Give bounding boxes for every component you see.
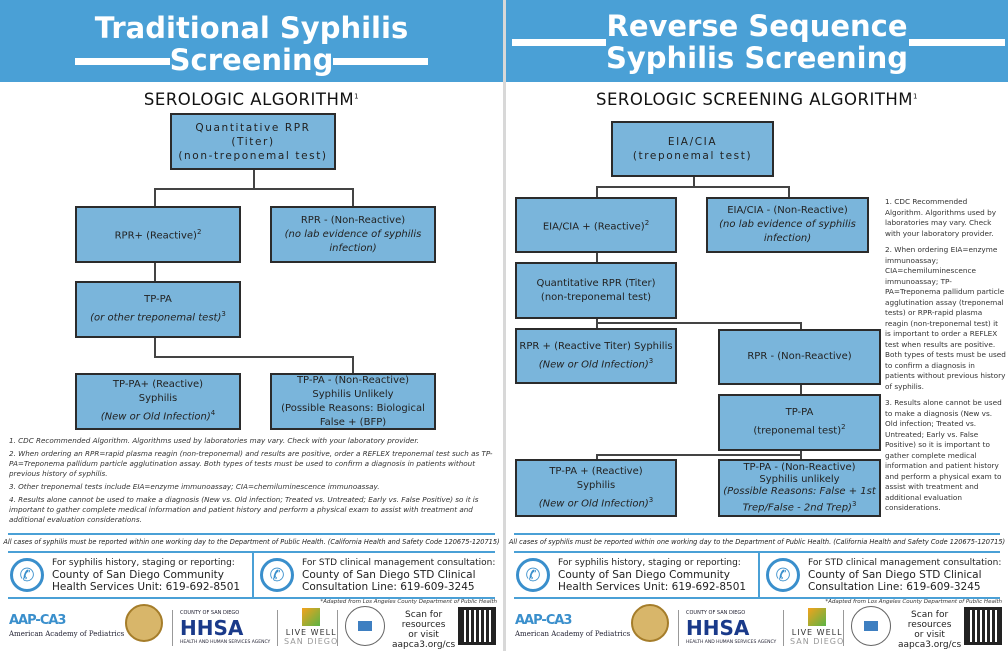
- county-seal-logo: [125, 604, 163, 642]
- connector: [596, 186, 790, 188]
- divider: [783, 610, 784, 646]
- connector: [154, 188, 354, 190]
- box-tppa-reactive: TP-PA + (Reactive)Syphilis(New or Old In…: [515, 459, 677, 517]
- connector: [154, 356, 354, 358]
- box-quantitative-rpr: Quantitative RPR (Titer)(non-treponemal …: [515, 262, 677, 319]
- phone-icon: ✆: [516, 558, 550, 592]
- phone-icon: ✆: [260, 558, 294, 592]
- divider: [843, 610, 844, 646]
- report-notice: All cases of syphilis must be reported w…: [508, 538, 1006, 546]
- accreditation-seal-logo: [851, 606, 891, 646]
- divider: [8, 533, 495, 535]
- box-eia-cia: EIA/CIA(treponemal test): [611, 121, 774, 177]
- divider: [514, 551, 1000, 553]
- divider: [172, 610, 173, 646]
- reverse-sequence-panel: Reverse Sequence Syphilis Screening SERO…: [506, 0, 1008, 651]
- connector: [788, 186, 790, 197]
- resources-link[interactable]: aapca3.org/cs: [392, 640, 456, 650]
- header-banner: Reverse Sequence Syphilis Screening: [506, 0, 1008, 82]
- connector: [253, 170, 255, 188]
- divider: [514, 597, 1000, 599]
- contact-reporting: ✆ For syphilis history, staging or repor…: [10, 553, 240, 597]
- subtitle: SEROLOGIC ALGORITHM1: [143, 90, 360, 109]
- box-eia-non-reactive: EIA/CIA - (Non-Reactive)(no lab evidence…: [706, 197, 869, 253]
- connector: [596, 186, 598, 197]
- contact-consultation: ✆ For STD clinical management consultati…: [260, 553, 495, 597]
- divider: [514, 533, 1000, 535]
- title-bar-left: [75, 58, 170, 65]
- box-rpr-reactive: RPR+ (Reactive)2: [75, 206, 241, 263]
- box-tppa: TP-PA(treponemal test)2: [718, 394, 881, 451]
- report-notice: All cases of syphilis must be reported w…: [3, 538, 500, 546]
- box-tppa: TP-PA(or other treponemal test)3: [75, 281, 241, 338]
- footnote: 2. When ordering an RPR=rapid plasma rea…: [9, 449, 493, 478]
- divider: [8, 551, 495, 553]
- county-seal-logo: [631, 604, 669, 642]
- box-rpr-non-reactive: RPR - (Non-Reactive)(no lab evidence of …: [270, 206, 436, 263]
- phone-icon: ✆: [766, 558, 800, 592]
- divider: [678, 610, 679, 646]
- header-banner: Traditional Syphilis Screening: [0, 0, 503, 82]
- note: 3. Results alone cannot be used to make …: [885, 398, 1002, 512]
- side-notes: 1. CDC Recommended Algorithm. Algorithms…: [885, 197, 1006, 520]
- divider: [8, 597, 495, 599]
- box-quantitative-rpr: Quantitative RPR(Titer)(non-treponemal t…: [170, 113, 336, 170]
- phone-icon: ✆: [10, 558, 44, 592]
- contact-reporting: ✆ For syphilis history, staging or repor…: [516, 553, 746, 597]
- contact-consultation: ✆ For STD clinical management consultati…: [766, 553, 1001, 597]
- connector: [596, 454, 598, 459]
- title-bar-right: [333, 58, 428, 65]
- adapted-note: *Adapted from Los Angeles County Departm…: [320, 599, 497, 605]
- connector: [693, 177, 695, 187]
- connector: [800, 385, 802, 395]
- resources-link[interactable]: aapca3.org/cs: [898, 640, 962, 650]
- connector: [352, 188, 354, 206]
- footnote: 3. Other treponemal tests include EIA=en…: [9, 482, 380, 491]
- footnote: 4. Results alone cannot be used to make …: [9, 495, 479, 524]
- title-bar-left: [512, 39, 606, 46]
- title-line1: Traditional Syphilis: [94, 11, 409, 45]
- divider: [758, 553, 760, 597]
- note: 1. CDC Recommended Algorithm. Algorithms…: [885, 197, 997, 238]
- box-tppa-non-reactive: TP-PA - (Non-Reactive)Syphilis Unlikely(…: [270, 373, 436, 430]
- title-line2: Screening: [169, 43, 334, 77]
- title-bar-right: [909, 39, 1005, 46]
- box-rpr-reactive: RPR + (Reactive Titer) Syphilis(New or O…: [515, 328, 677, 384]
- footnote: 1. CDC Recommended Algorithm. Algorithms…: [9, 436, 419, 445]
- box-tppa-non-reactive: TP-PA - (Non-Reactive)Syphilis unlikely(…: [718, 459, 881, 517]
- connector: [596, 253, 598, 263]
- adapted-note: *Adapted from Los Angeles County Departm…: [825, 599, 1002, 605]
- connector: [800, 322, 802, 329]
- accreditation-seal-logo: [345, 606, 385, 646]
- divider: [277, 610, 278, 646]
- title-line1: Reverse Sequence: [606, 9, 908, 43]
- box-rpr-non-reactive: RPR - (Non-Reactive): [718, 329, 881, 385]
- connector: [154, 338, 156, 356]
- qr-code[interactable]: [964, 607, 1002, 645]
- divider: [252, 553, 254, 597]
- box-tppa-reactive: TP-PA+ (Reactive)Syphilis(New or Old Inf…: [75, 373, 241, 430]
- traditional-screening-panel: Traditional Syphilis Screening SEROLOGIC…: [0, 0, 503, 651]
- connector: [154, 263, 156, 281]
- connector: [154, 188, 156, 206]
- divider: [337, 610, 338, 646]
- connector: [596, 454, 802, 456]
- box-eia-reactive: EIA/CIA + (Reactive)2: [515, 197, 677, 253]
- connector: [352, 356, 354, 373]
- footnotes: 1. CDC Recommended Algorithm. Algorithms…: [9, 436, 497, 528]
- connector: [596, 322, 802, 324]
- title-line2: Syphilis Screening: [605, 41, 909, 75]
- subtitle: SEROLOGIC SCREENING ALGORITHM1: [595, 90, 919, 109]
- qr-code[interactable]: [458, 607, 496, 645]
- note: 2. When ordering EIA=enzyme immunoassay;…: [885, 245, 1006, 391]
